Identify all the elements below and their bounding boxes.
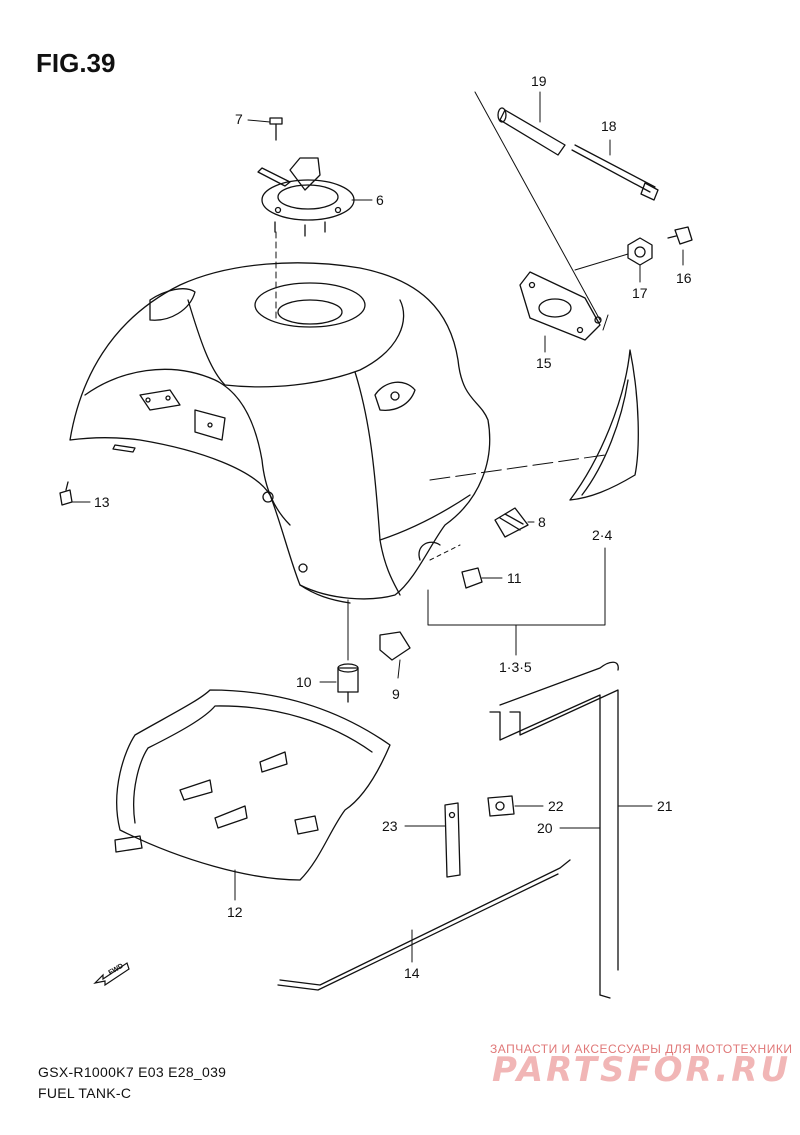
callout-19: 19 xyxy=(531,73,547,89)
damper-10 xyxy=(337,663,359,703)
callout-21: 21 xyxy=(657,798,673,814)
screw-16 xyxy=(667,226,693,245)
leader-lines xyxy=(71,91,684,963)
callout-11: 11 xyxy=(507,570,522,586)
callout-17: 17 xyxy=(632,285,648,301)
callout-8: 8 xyxy=(538,514,546,530)
pipe-19 xyxy=(497,107,566,156)
forward-arrow-icon: FWD xyxy=(93,962,130,987)
callout-23: 23 xyxy=(382,818,398,834)
callout-16: 16 xyxy=(676,270,692,286)
bolt-7 xyxy=(269,117,283,141)
stay-23 xyxy=(444,802,461,878)
side-cover xyxy=(569,349,639,501)
callout-13: 13 xyxy=(94,494,110,510)
bolt-13 xyxy=(59,481,73,506)
watermark-caption: ЗАПЧАСТИ И АКСЕССУАРЫ ДЛЯ МОТОТЕХНИКИ xyxy=(490,1042,793,1056)
callout-9: 9 xyxy=(392,686,400,702)
callout-15: 15 xyxy=(536,355,552,371)
callout-20: 20 xyxy=(537,820,553,836)
fuel-cap-assembly xyxy=(257,157,355,237)
watermark-logo: PARTSFOR.RU xyxy=(492,1050,792,1090)
callout-22: 22 xyxy=(548,798,564,814)
callout-10: 10 xyxy=(296,674,312,690)
callout-12: 12 xyxy=(227,904,243,920)
nut-17 xyxy=(627,237,653,266)
tray-12 xyxy=(114,689,391,881)
callout-7: 7 xyxy=(235,111,243,127)
clamp-22 xyxy=(487,795,515,817)
callout-14: 14 xyxy=(404,965,420,981)
bolt-18 xyxy=(571,144,659,201)
callout-18: 18 xyxy=(601,118,617,134)
callout-6: 6 xyxy=(376,192,384,208)
callout-2-4: 2·4 xyxy=(592,527,612,543)
callout-1-3-5: 1·3·5 xyxy=(499,659,532,675)
bracket-15 xyxy=(519,271,602,341)
figure-title: FIG.39 xyxy=(36,48,116,78)
hose-20-21 xyxy=(489,661,619,999)
fuel-tank xyxy=(69,262,491,604)
model-code: GSX-R1000K7 E03 E28_039 xyxy=(38,1064,227,1080)
diagram-name: FUEL TANK-C xyxy=(38,1085,132,1101)
cushion-11 xyxy=(461,567,483,589)
cushion-8 xyxy=(494,507,529,538)
cushion-9 xyxy=(379,631,411,661)
rod-14 xyxy=(277,859,571,991)
